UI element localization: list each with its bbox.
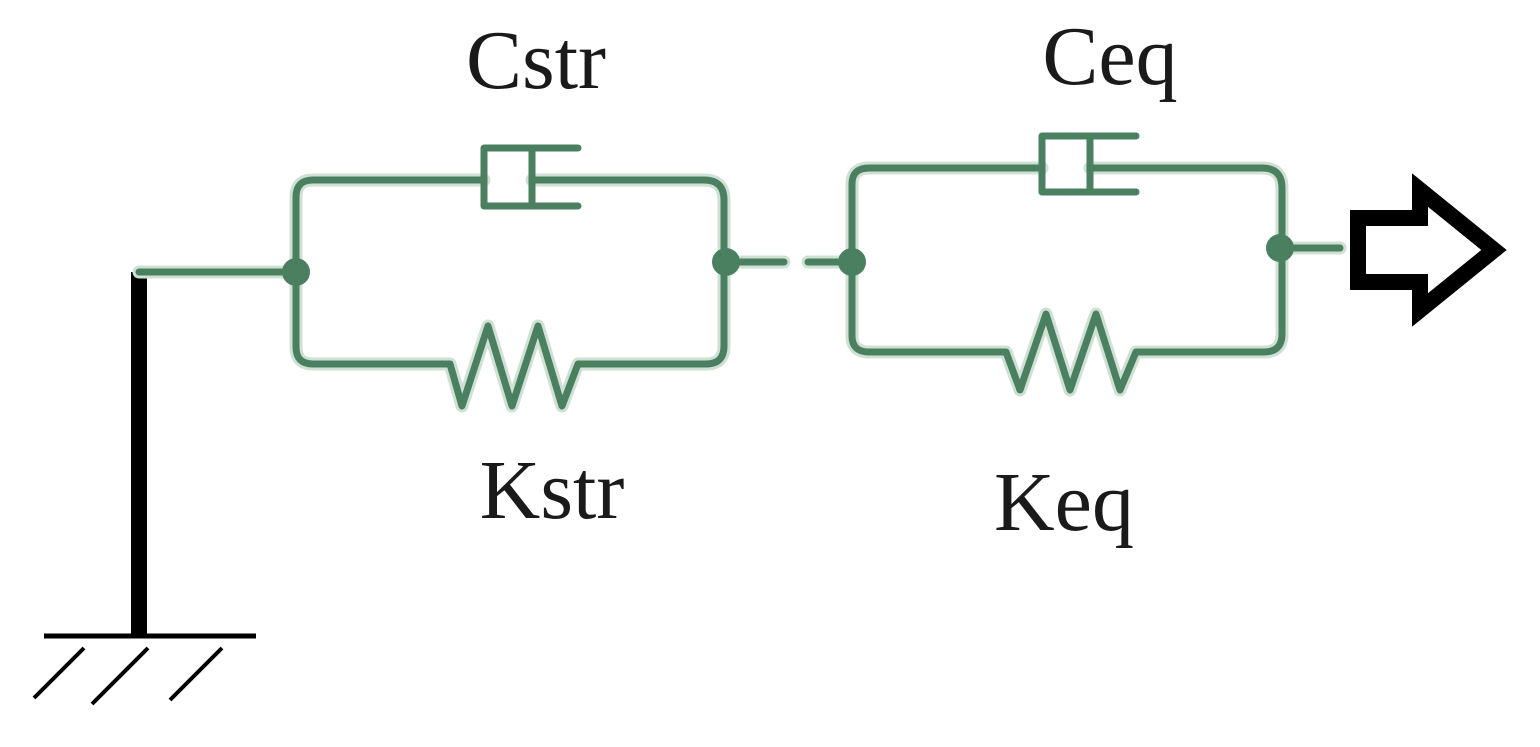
structure-damper-label: Cstr bbox=[466, 14, 606, 107]
structure-right-node bbox=[712, 248, 740, 276]
equivalent-damper-label: Ceq bbox=[1042, 10, 1177, 103]
ground-icon bbox=[32, 272, 256, 706]
structure-left-node bbox=[282, 258, 310, 286]
equivalent-spring bbox=[848, 244, 1286, 394]
equivalent-damper bbox=[848, 132, 1286, 266]
equivalent-right-node bbox=[1266, 234, 1294, 262]
equivalent-spring-label: Keq bbox=[994, 456, 1134, 549]
equivalent-left-node bbox=[838, 248, 866, 276]
structure-unit bbox=[132, 144, 791, 413]
right-arrow-icon bbox=[1350, 173, 1507, 327]
structure-damper bbox=[292, 144, 728, 276]
equivalent-unit bbox=[801, 132, 1347, 397]
structure-spring-label: Kstr bbox=[480, 444, 625, 537]
structure-spring bbox=[292, 258, 728, 410]
